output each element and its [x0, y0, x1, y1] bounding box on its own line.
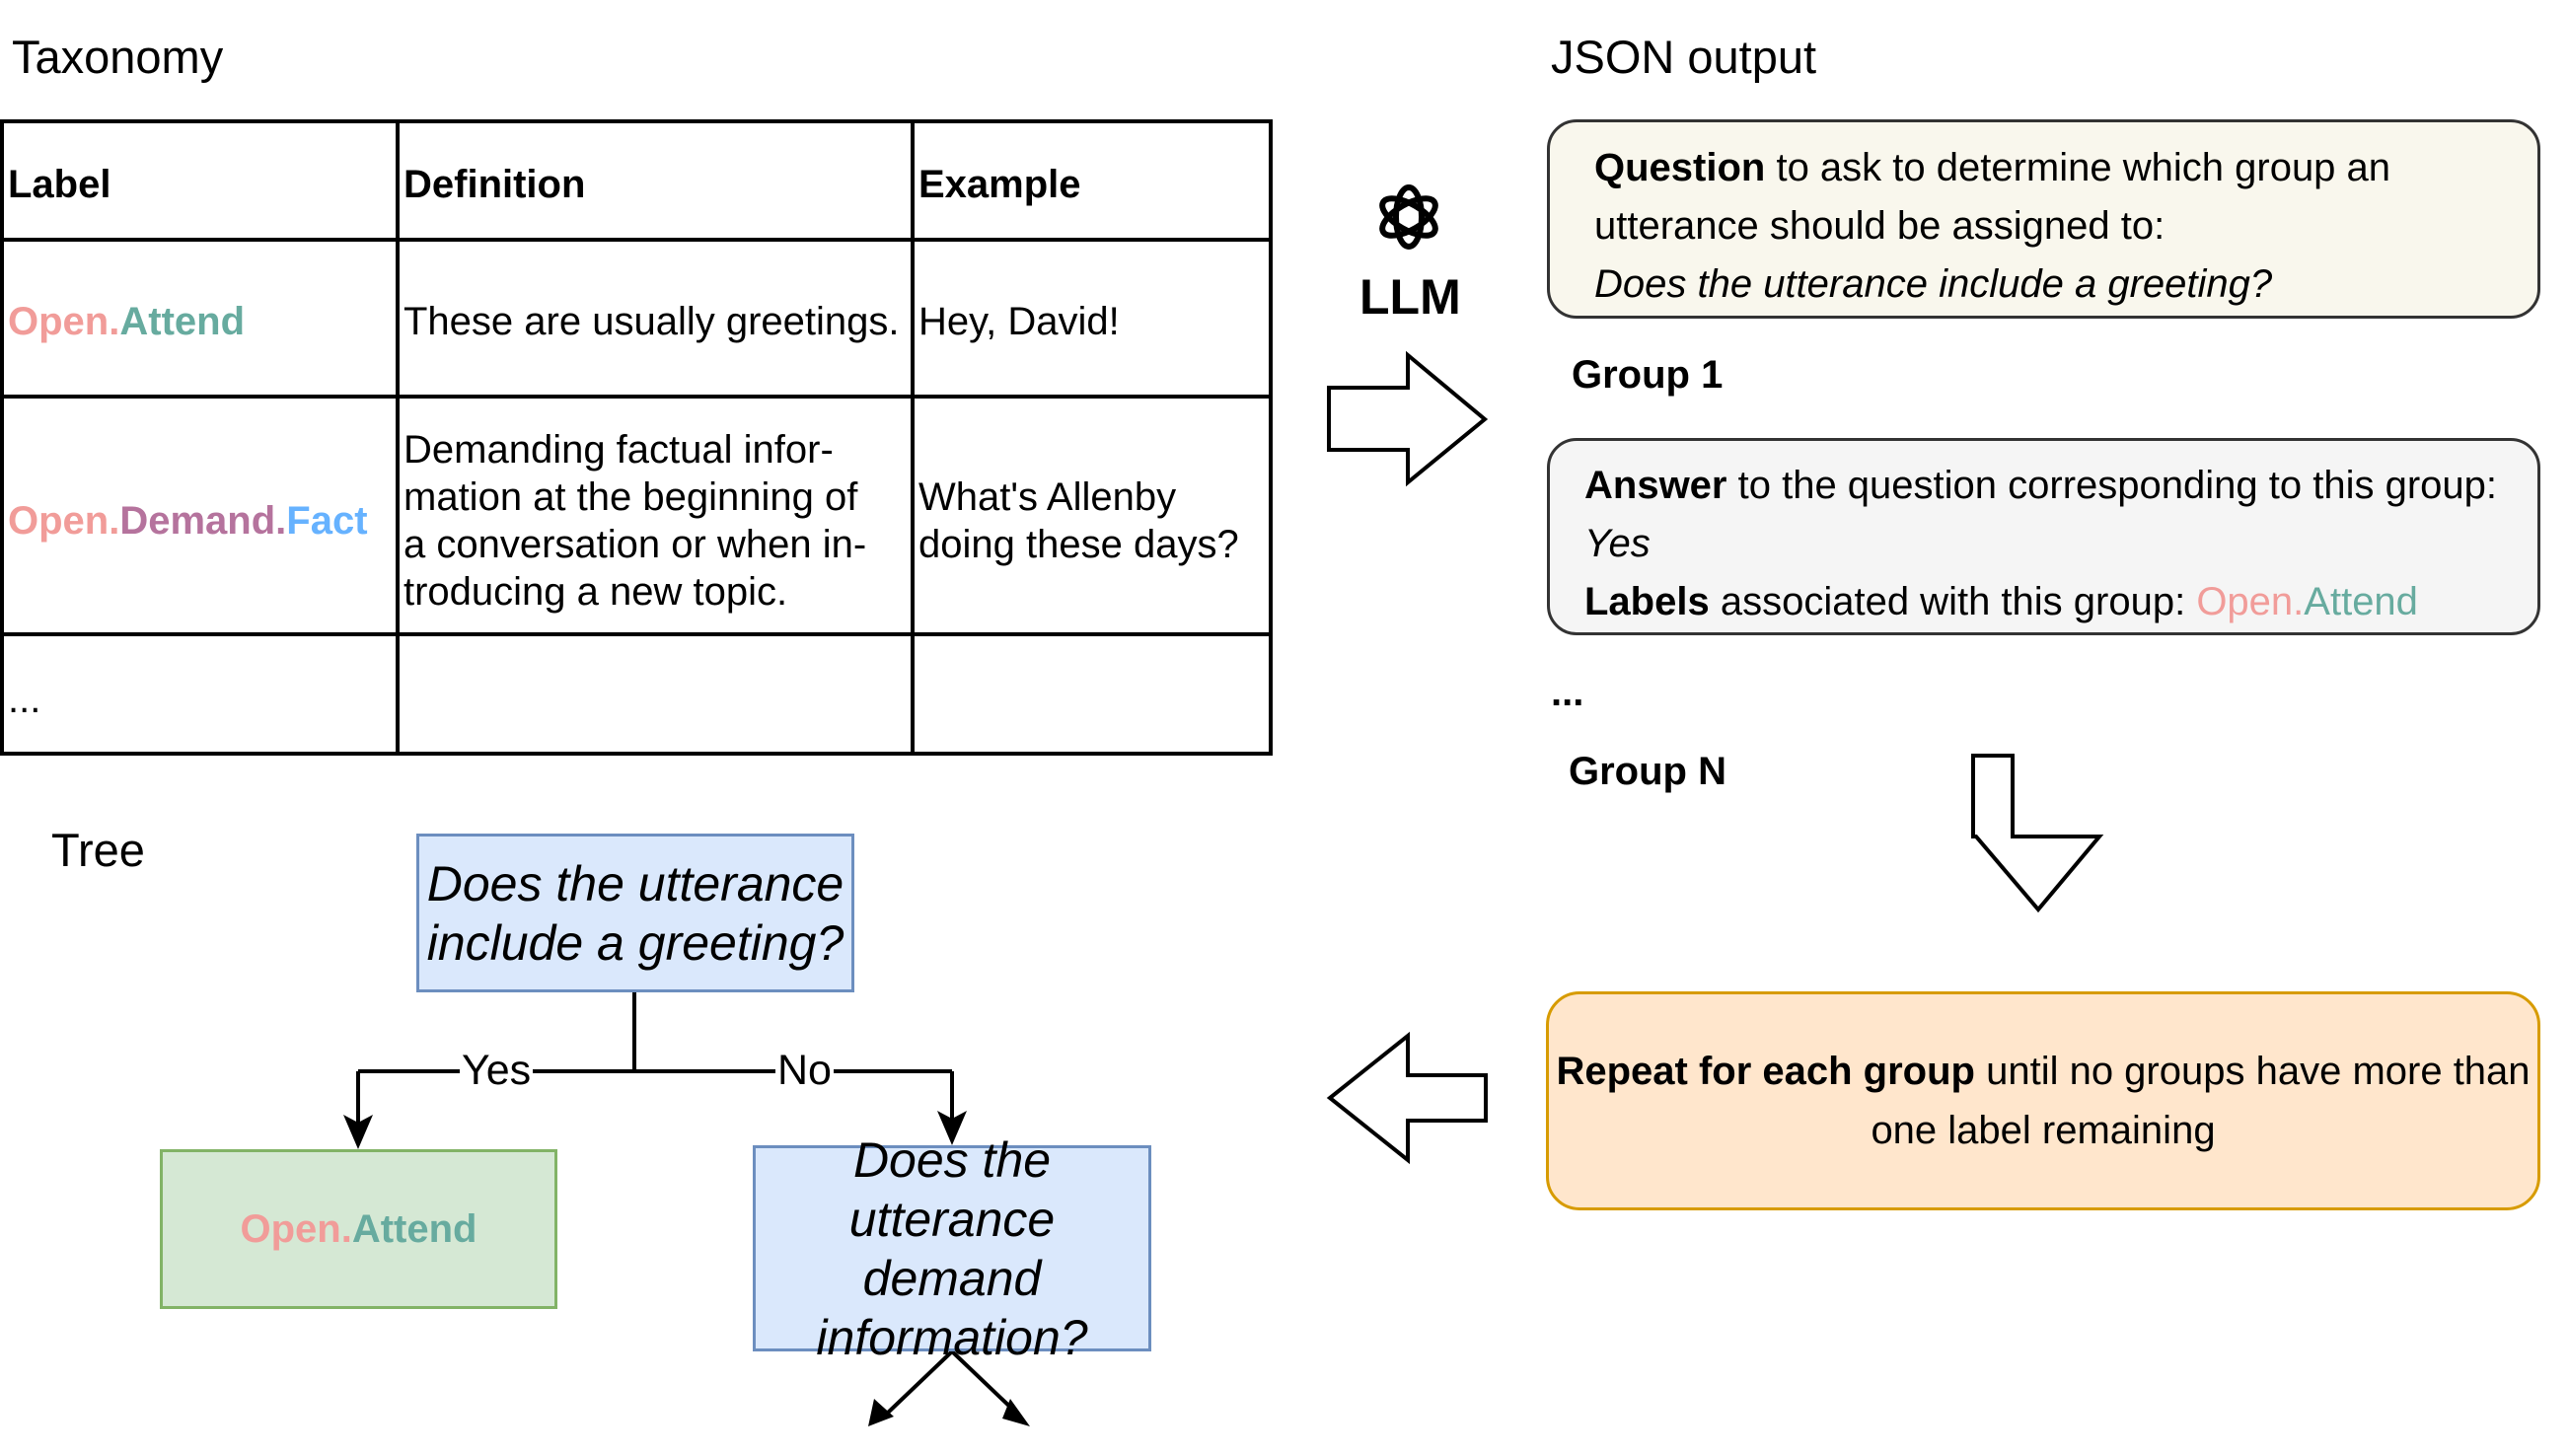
answer-box: Answer to the question corresponding to …	[1547, 438, 2540, 635]
definition-line: troducing a new topic.	[404, 570, 788, 614]
question-bold: Question	[1594, 146, 1766, 189]
tree-child-question: Does the utterance demand information?	[753, 1132, 1151, 1365]
table-header-label: Label	[8, 163, 111, 206]
edge-no-label: No	[775, 1047, 834, 1095]
label-open: Open.	[2196, 580, 2305, 623]
json-output-heading: JSON output	[1551, 31, 1817, 83]
labels-bold: Labels	[1584, 580, 1710, 623]
llm-label: LLM	[1359, 269, 1461, 325]
row1-example: Hey, David!	[918, 300, 1120, 343]
label-dot: .	[109, 300, 120, 343]
question-line2: utterance should be assigned to:	[1594, 204, 2165, 248]
right-arrow-icon	[1327, 350, 1489, 487]
tree-heading: Tree	[51, 824, 145, 876]
openai-logo-icon	[1369, 178, 1448, 256]
child-line3: information?	[816, 1309, 1088, 1365]
down-arrow-icon	[1971, 754, 2104, 913]
example-line: What's Allenby	[918, 475, 1177, 519]
row1-definition: These are usually greetings.	[404, 300, 900, 343]
root-line2: include a greeting?	[426, 914, 844, 971]
row2-label: Open.Demand.Fact	[8, 497, 368, 545]
label-open: Open.	[240, 1206, 352, 1251]
repeat-line2: one label remaining	[1871, 1109, 2216, 1152]
label-attend: Attend	[351, 1206, 477, 1251]
table-header-example: Example	[918, 163, 1081, 206]
edge-yes-label: Yes	[460, 1047, 534, 1095]
child-line2: utterance demand	[848, 1191, 1056, 1306]
definition-line: Demanding factual infor-	[404, 428, 834, 472]
definition-line: a conversation or when in-	[404, 523, 867, 566]
label-open: Open	[8, 300, 110, 343]
answer-bold: Answer	[1584, 464, 1727, 507]
repeat-bold: Repeat for each group	[1556, 1050, 1975, 1093]
tree-edges	[356, 992, 1018, 1415]
repeat-rest: until no groups have more than	[1974, 1050, 2531, 1093]
openai-logo-icon-svg	[1379, 184, 1438, 250]
label-attend: Attend	[2304, 580, 2418, 623]
repeat-box: Repeat for each group until no groups ha…	[1546, 991, 2540, 1210]
labels-rest: associated with this group:	[1709, 580, 2197, 623]
taxonomy-heading: Taxonomy	[12, 31, 224, 83]
label-open: Open	[8, 499, 110, 543]
label-demand: Demand	[119, 499, 276, 543]
answer-line: Answer to the question corresponding to …	[1584, 457, 2537, 515]
root-line1: Does the utterance	[426, 855, 844, 911]
answer-value: Yes	[1584, 522, 1651, 565]
taxonomy-table-grid	[0, 119, 1273, 756]
label-fact: Fact	[286, 499, 368, 543]
group-ellipsis: ...	[1551, 671, 1584, 714]
group1-label: Group 1	[1572, 353, 1724, 397]
tree-root-question: Does the utterance include a greeting?	[416, 834, 854, 992]
label-dot: .	[275, 499, 287, 543]
question-rest: to ask to determine which group an	[1765, 146, 2391, 189]
left-arrow-icon	[1326, 1031, 1488, 1165]
question-italic: Does the utterance include a greeting?	[1594, 262, 2273, 306]
child-line1: Does the	[852, 1131, 1052, 1188]
tree-leaf-open-attend: Open.Attend	[160, 1149, 557, 1309]
row2-example: What's Allenby doing these days?	[918, 473, 1239, 568]
row3-label: ...	[8, 678, 41, 721]
row2-definition: Demanding factual infor- mation at the b…	[404, 426, 866, 616]
tree-arrowheads	[343, 1111, 1030, 1426]
question-box: Question to ask to determine which group…	[1547, 119, 2540, 319]
definition-line: mation at the beginning of	[404, 475, 858, 519]
example-line: doing these days?	[918, 523, 1239, 566]
question-line1: Question to ask to determine which group…	[1594, 139, 2537, 197]
row1-label: Open.Attend	[8, 298, 245, 345]
groupN-label: Group N	[1569, 750, 1726, 793]
repeat-line1: Repeat for each group until no groups ha…	[1549, 1042, 2537, 1101]
label-dot: .	[109, 499, 120, 543]
labels-line: Labels associated with this group: Open.…	[1584, 573, 2537, 631]
table-header-definition: Definition	[404, 163, 586, 206]
label-attend: Attend	[119, 300, 245, 343]
answer-rest: to the question corresponding to this gr…	[1726, 464, 2498, 507]
